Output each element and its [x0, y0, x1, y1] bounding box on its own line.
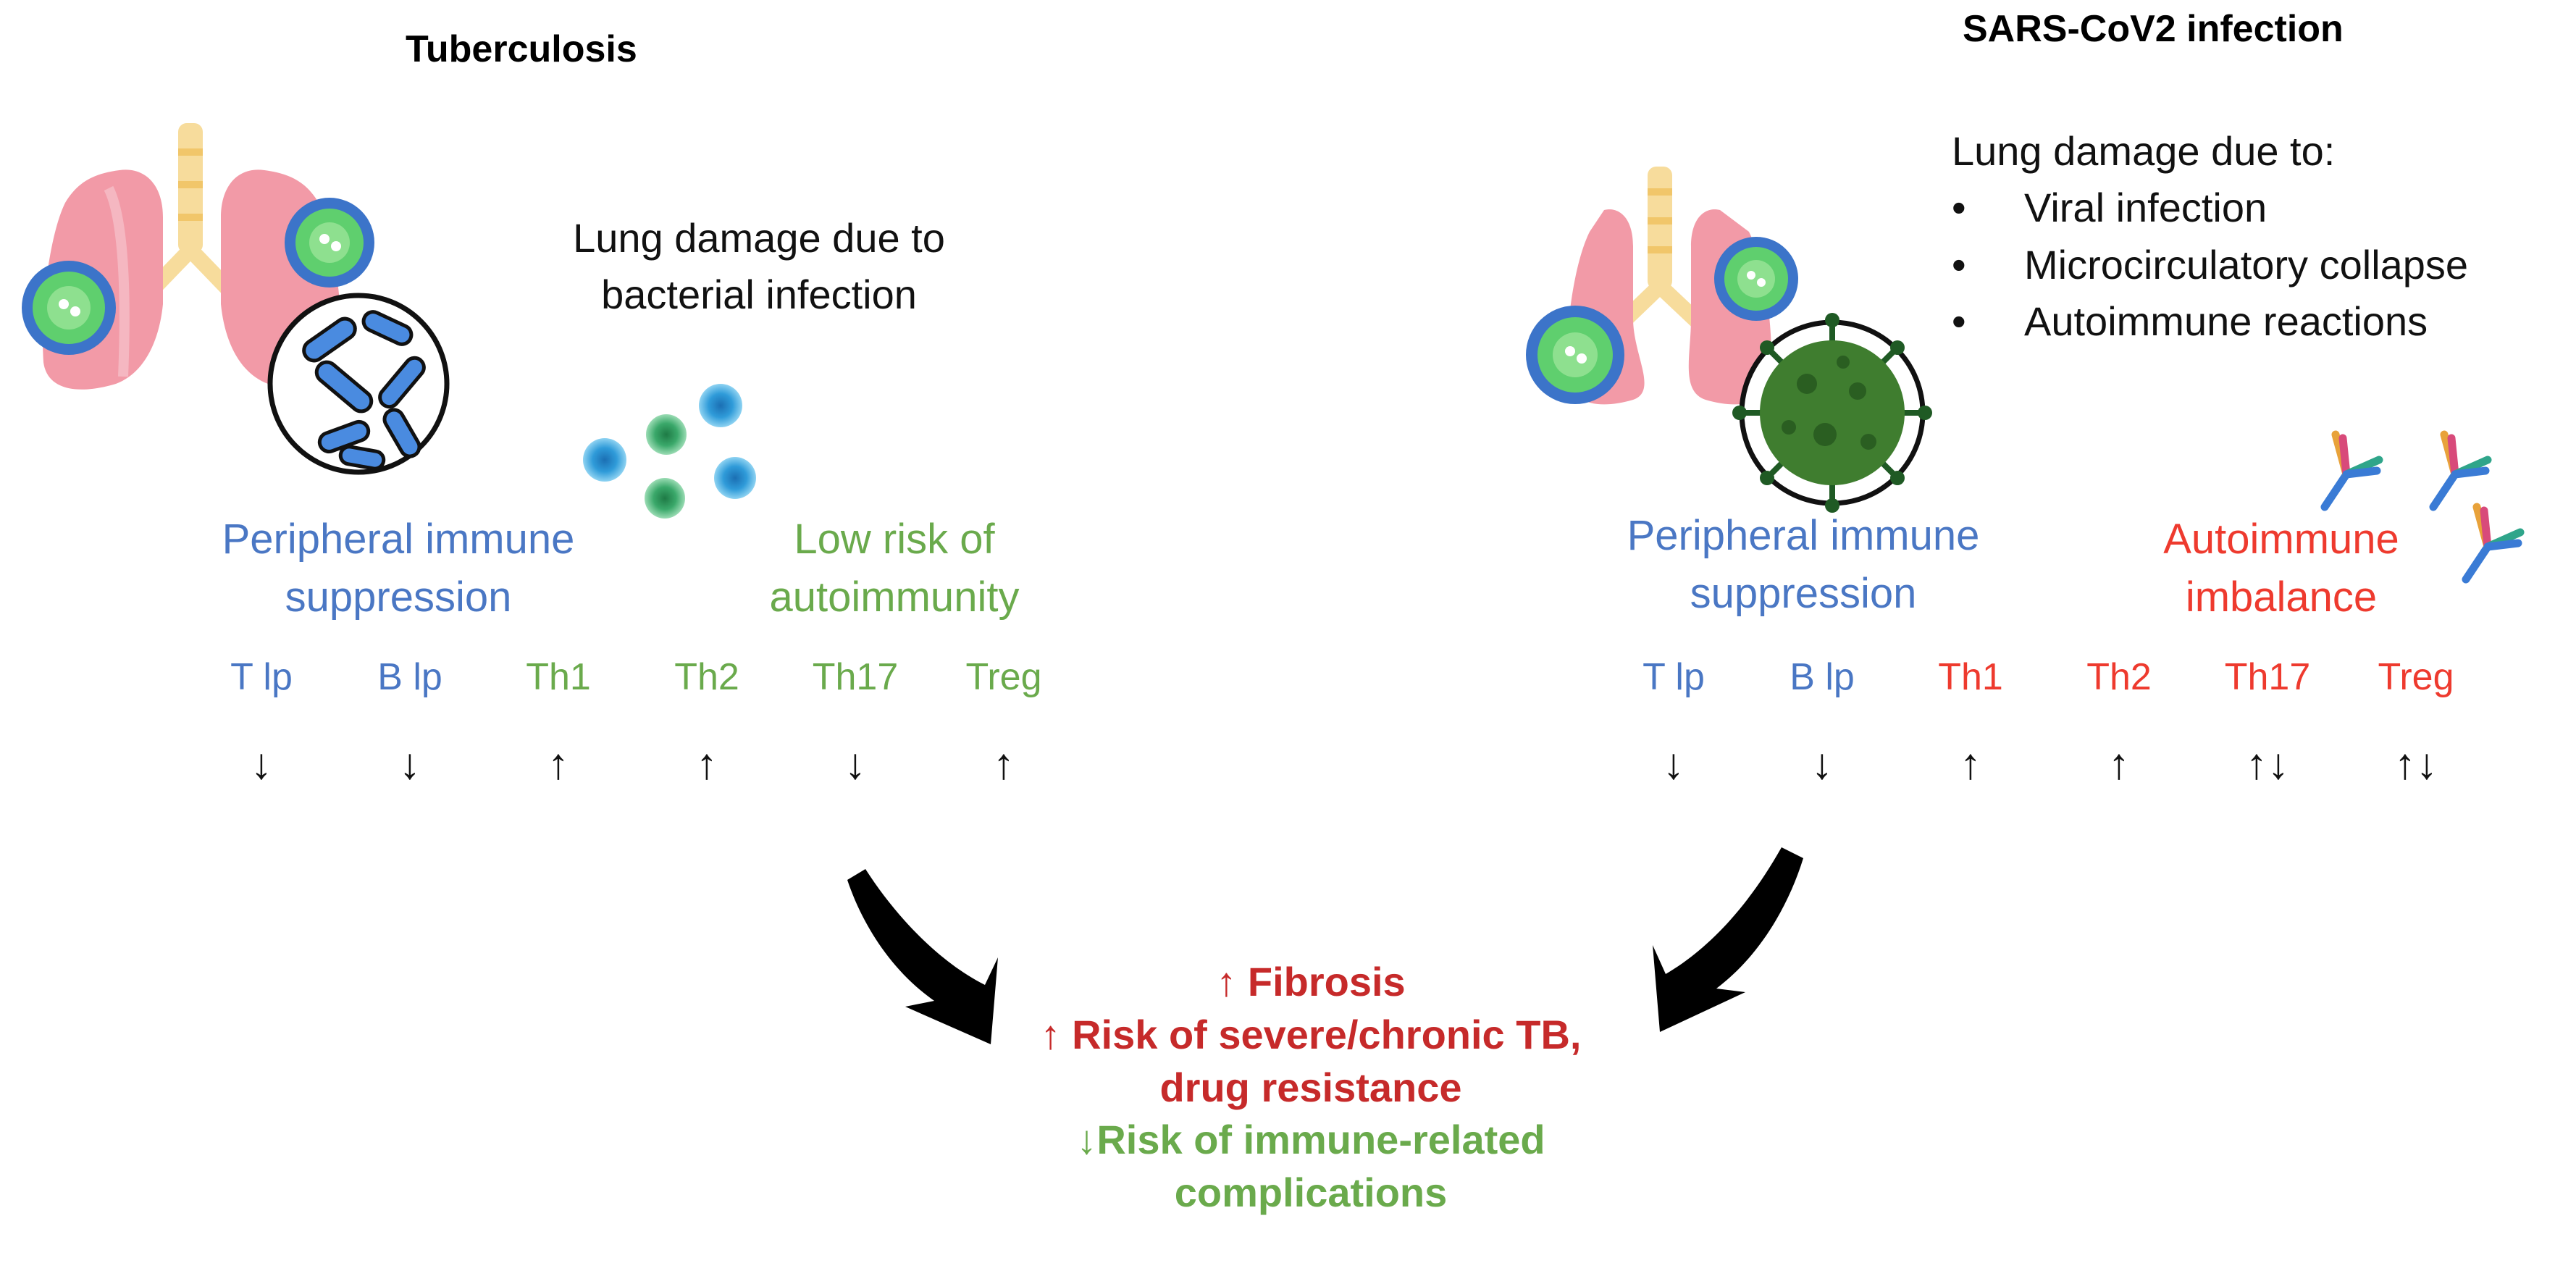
covid-cell-treg: Treg	[2378, 656, 2454, 698]
outcome-tb-risk: ↑ Risk of severe/chronic TB,	[1040, 1011, 1582, 1057]
label-line: Peripheral immune	[222, 516, 575, 563]
covid-virus-left-icon	[1526, 306, 1624, 404]
left-curved-arrow-icon	[847, 869, 998, 1044]
right-curved-arrow-icon	[1653, 847, 1803, 1032]
list-item: Microcirculatory collapse	[1952, 237, 2575, 294]
label-line: Autoimmune	[2163, 516, 2399, 563]
tb-arrow-th17: ↓	[844, 739, 866, 788]
tb-low-autoimmunity-label: Low risk of autoimmunity	[692, 511, 1097, 626]
tb-cell-th17: Th17	[812, 656, 899, 698]
covid-arrow-treg: ↑↓	[2394, 739, 2438, 788]
outcome-drug-resistance: drug resistance	[1159, 1064, 1462, 1110]
tb-arrow-th1: ↑	[547, 739, 569, 788]
covid-damage-list: Viral infection Microcirculatory collaps…	[1952, 180, 2575, 351]
covid-cell-th2: Th2	[2086, 656, 2152, 698]
covid-arrow-th17: ↑↓	[2246, 739, 2289, 788]
tb-cell-th1: Th1	[526, 656, 591, 698]
covid-autoimmune-imbalance-label: Autoimmune imbalance	[2100, 511, 2462, 626]
tb-arrow-treg: ↑	[993, 739, 1015, 788]
label-line: suppression	[1690, 570, 1917, 618]
tb-peripheral-immune-label: Peripheral immune suppression	[174, 511, 623, 626]
covid-arrow-th2: ↑	[2108, 739, 2130, 788]
antibody-icon	[2429, 430, 2492, 511]
label-line: imbalance	[2185, 574, 2378, 621]
tb-arrow-th2: ↑	[696, 739, 718, 788]
tb-damage-line: Lung damage due to	[573, 215, 945, 261]
outcomes-box: ↑ Fibrosis ↑ Risk of severe/chronic TB, …	[927, 956, 1695, 1220]
covid-cell-th17: Th17	[2224, 656, 2311, 698]
outcome-complications: complications	[1174, 1170, 1448, 1216]
label-line: Low risk of	[794, 516, 995, 563]
covid-arrow-t-lp: ↓	[1663, 739, 1685, 788]
outcome-immune-risk: ↓Risk of immune-related	[1076, 1117, 1545, 1163]
antibody-icon	[2462, 503, 2525, 584]
list-item: Autoimmune reactions	[1952, 293, 2575, 351]
covid-arrow-b-lp: ↓	[1811, 739, 1833, 788]
tb-virus-right-icon	[285, 198, 374, 288]
covid-arrow-th1: ↑	[1960, 739, 1981, 788]
tb-cell-treg: Treg	[965, 656, 1042, 698]
immune-cells-icon	[583, 384, 756, 519]
antibody-icons	[2320, 430, 2525, 584]
tb-cell-t-lp: T lp	[230, 656, 293, 698]
bacteria-magnifier-icon	[267, 293, 450, 475]
tb-arrow-t-lp: ↓	[251, 739, 272, 788]
outcome-fibrosis: ↑ Fibrosis	[1216, 959, 1406, 1004]
coronavirus-magnifier-icon	[1732, 313, 1932, 513]
label-line: suppression	[285, 574, 512, 621]
tb-virus-left-icon	[22, 261, 116, 355]
covid-lung-damage-text: Lung damage due to: Viral infection Micr…	[1952, 123, 2575, 351]
label-line: Peripheral immune	[1627, 512, 1980, 559]
covid-damage-heading: Lung damage due to:	[1952, 128, 2336, 174]
covid-cell-th1: Th1	[1938, 656, 2003, 698]
antibody-icon	[2320, 430, 2383, 511]
covid-peripheral-immune-label: Peripheral immune suppression	[1579, 507, 2028, 623]
list-item: Viral infection	[1952, 180, 2575, 237]
covid-cell-b-lp: B lp	[1790, 656, 1855, 698]
covid-cell-t-lp: T lp	[1642, 656, 1705, 698]
label-line: autoimmunity	[769, 574, 1020, 621]
tb-cell-th2: Th2	[674, 656, 739, 698]
covid-virus-right-icon	[1714, 237, 1798, 321]
tb-damage-line: bacterial infection	[601, 272, 917, 318]
tb-cell-b-lp: B lp	[377, 656, 442, 698]
tb-lung-damage-text: Lung damage due to bacterial infection	[527, 210, 991, 324]
tb-arrow-b-lp: ↓	[399, 739, 421, 788]
covid-title: SARS-CoV2 infection	[1963, 8, 2344, 50]
tb-title: Tuberculosis	[406, 28, 637, 70]
